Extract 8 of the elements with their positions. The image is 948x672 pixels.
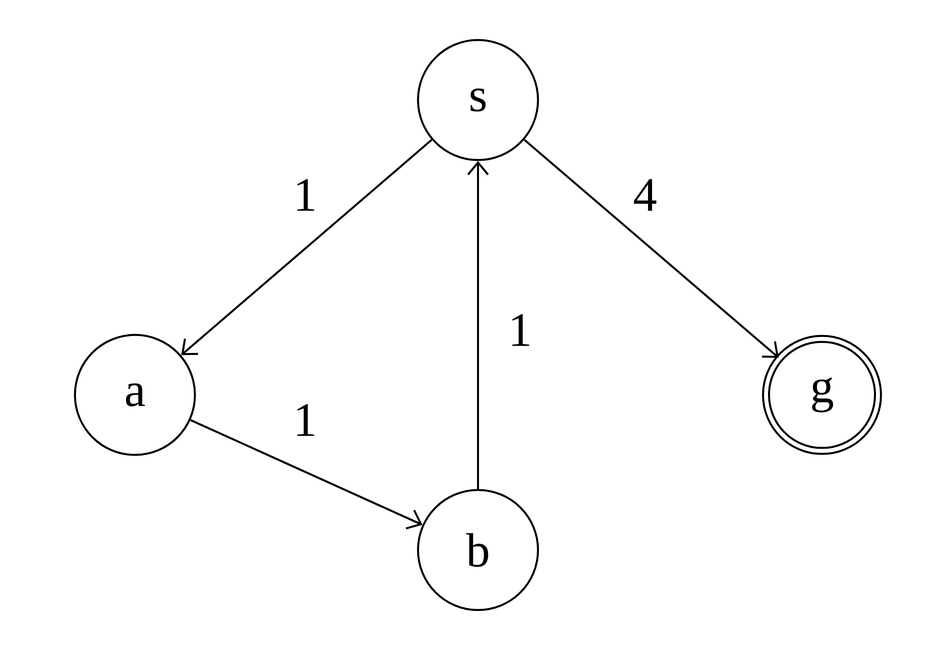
edge-label: 4 [632,178,658,212]
arrow [181,139,432,356]
edge-label: 1 [506,312,534,348]
edge-label: 1 [292,402,318,438]
edge-label: 1 [292,178,318,212]
arrow [190,419,422,530]
arrow [467,161,489,489]
arrow [524,138,779,358]
